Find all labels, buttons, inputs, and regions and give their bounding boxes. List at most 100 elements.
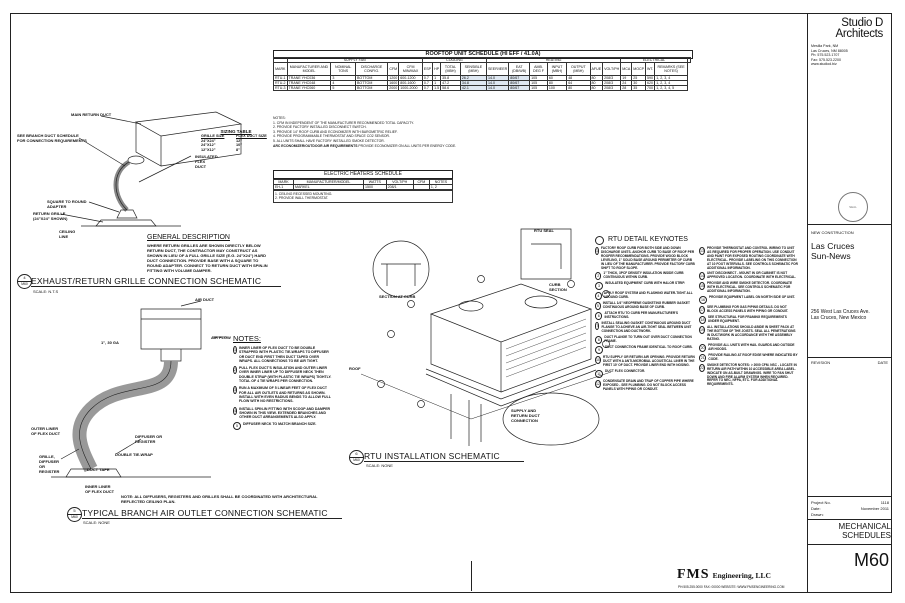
rtu-keynote-text: PROVIDE EQUIPMENT LABEL ON NORTH SIDE OF…	[709, 295, 796, 300]
branch-notes-title: NOTES:	[233, 334, 261, 343]
branch-label-diffuser: DIFFUSER OR REGISTER	[135, 434, 163, 444]
branch-note-number: 3	[233, 386, 237, 395]
project-no-value: 1118	[880, 500, 889, 505]
rtu-keynote-text: INSTALL SEALING GASKET CONTINUOUS AROUND…	[601, 321, 692, 334]
rtu-table-cell: RTU-1	[273, 75, 288, 81]
eh-table-cell	[412, 184, 430, 190]
eh-table-cell: 1500	[362, 184, 387, 190]
exhaust-label-grille: RETURN GRILLE (24"X24" SHOWN)	[33, 211, 68, 221]
branch-label-inner-liner: INNER LINER OF FLEX DUCT	[85, 484, 115, 494]
detail-6-title: RTU INSTALLATION SCHEMATIC	[364, 451, 524, 462]
rtu-column-header: EAT (DB/WB)	[508, 62, 531, 76]
branch-note-text: PULL FLEX DUCT'S INSULATION AND OUTER LI…	[239, 366, 332, 384]
rtu-table-cell: 1200	[387, 75, 400, 81]
exhaust-label-main-duct: MAIN RETURN DUCT	[71, 112, 112, 117]
sizing-row-cell: 12"	[236, 138, 243, 143]
rtu-keynote-text: PROVIDE THERMOSTAT AND CONTROL WIRING TO…	[707, 246, 798, 270]
electric-schedule-notes: 1. CEILING RECESSED MOUNTING.2. PROVIDE …	[273, 190, 453, 203]
rtu-column-header: WT.	[645, 62, 656, 76]
exhaust-label-branch: SEE BRANCH DUCT SCHEDULE FOR CONNECTION …	[17, 133, 87, 143]
rtu-keynote-number: 10	[595, 356, 601, 365]
rtu-keynote-number: 2	[595, 272, 602, 281]
rtu-keynote-text: SMOKE DETECTOR NOTES: > 2000 CFM. NSC - …	[707, 362, 797, 387]
eh-note: 1. CEILING RECESSED MOUNTING.	[275, 192, 333, 196]
rtu-keynote-text: ALL INSTALLATIONS SHOULD ABIDE IN SHEET …	[707, 325, 796, 341]
detail-4-number: 4	[18, 275, 31, 282]
rtu-keynote-text: PROVIDE RAILING AT ROOF EDGE WHERE INDIC…	[708, 352, 798, 361]
eh-table-cell: MARKEL	[293, 184, 364, 190]
rtu-keynote-number: 9	[595, 346, 603, 355]
rtu-table-cell: 28	[620, 85, 633, 91]
firm-name-line2: Architects	[835, 28, 884, 40]
rtu-column-header: CFM MIN/MAX	[398, 62, 423, 76]
rtu-label-curb-section: CURB SECTION	[549, 282, 567, 292]
detail-5-title: TYPICAL BRANCH AIR OUTLET CONNECTION SCH…	[82, 508, 342, 519]
detail-4-tag: 4 M60	[17, 274, 32, 289]
sheet-title: MECHANICAL SCHEDULES	[811, 522, 891, 540]
rtu-keynote-text: SEE PLUMBING FOR GAS PIPING DETAILS. DO …	[707, 305, 789, 314]
rtu-keynote-number: 3	[595, 282, 603, 291]
branch-label-duct-tape: DUCT TAPE	[87, 467, 110, 472]
revision-label: REVISION	[811, 360, 831, 365]
general-description-text: WHERE RETURN GRILLES ARE SHOWN DIRECTLY …	[147, 243, 268, 273]
rtu-keynote-text: FACTORY ROOF CURB FOR BOTH SIDE AND DOWN…	[601, 246, 695, 270]
detail-6-scale: SCALE: NONE	[366, 463, 393, 468]
drawn-row: Drawn:	[811, 512, 889, 517]
rtu-column-header: AMB. DEG F	[529, 62, 548, 76]
detail-6-number: 6	[350, 451, 363, 458]
rtu-keynote-number: 21	[699, 353, 707, 362]
exhaust-return-drawing	[60, 111, 243, 227]
rtu-keynote-number: 13	[699, 247, 705, 255]
rtu-column-header: MANUFACTURER AND MODEL	[286, 62, 332, 76]
sizing-row: 24"X12"10"	[201, 143, 271, 148]
branch-note-number: 2	[233, 366, 237, 375]
rtu-table-cell: 80	[566, 85, 591, 91]
detail-4-title: EXHAUST/RETURN GRILLE CONNECTION SCHEMAT…	[31, 276, 281, 287]
rtu-keynote-number: 4	[595, 292, 602, 301]
rtu-keynote-text: CONDENSATE DRAIN AND TRAP OF COPPER PIPE…	[603, 378, 694, 391]
rtu-keynote-text: INSTALL 1/4" NEOPRENE GASKETING RUBBER G…	[602, 301, 690, 310]
firm-address-line: Fax: 575.523.2200	[811, 57, 841, 62]
sizing-row: 12"X12"8"	[201, 148, 271, 153]
rtu-table-cell: 1.5	[432, 85, 442, 91]
rtu-column-header: CFM	[387, 62, 400, 76]
sizing-header-cell: FLEX DUCT SIZE	[236, 134, 267, 138]
rtu-table-cell: 105	[529, 85, 548, 91]
rtu-note: 3. PROVIDE 14" ROOF CURB AND ECONOMIZER …	[273, 129, 398, 134]
rtu-keynote-number: 19	[699, 326, 705, 335]
rtu-schedule-notes: NOTES:1. CFM IN INDEPENDENT OF THE MANUF…	[273, 116, 691, 148]
rtu-keynote-text: PROVIDE AND WIRE SMOKE DETECTOR. COORDIN…	[707, 281, 793, 294]
branch-label-airflow: AIR FLOW	[211, 335, 231, 340]
sizing-row-cell: 8"	[236, 147, 240, 152]
rtu-keynote-number: 1	[595, 247, 599, 255]
rtu-column-header: MCA	[620, 62, 633, 76]
title-divider-5	[808, 544, 892, 545]
rtu-energy-text: PROVIDE ECONOMIZER ON ALL UNITS PER ENER…	[358, 143, 457, 148]
rtu-table-cell: 80	[589, 85, 604, 91]
client-name-line2: Sun-News	[811, 250, 851, 261]
rtu-table-cell: RTU-3	[273, 85, 288, 91]
rtu-keynote-text: DUCT FLANGE TO TURN OUT OVER DUCT CONNEC…	[604, 335, 692, 344]
branch-label-outer-liner: OUTER LINER OF FLEX DUCT	[31, 426, 61, 436]
rtu-table-cell: 1000-2000	[398, 85, 423, 91]
branch-note-text: DIFFUSER NECK TO MATCH BRANCH SIZE.	[243, 422, 317, 427]
rtu-note: 2. PROVIDE FACTORY INSTALLED DISCONNECT …	[273, 125, 367, 130]
rtu-table-cell: 0.7	[421, 85, 434, 91]
rtu-column-header: INPUT (MBH)	[546, 62, 568, 76]
exhaust-label-flex: INSULATED FLEX DUCT	[195, 154, 218, 169]
